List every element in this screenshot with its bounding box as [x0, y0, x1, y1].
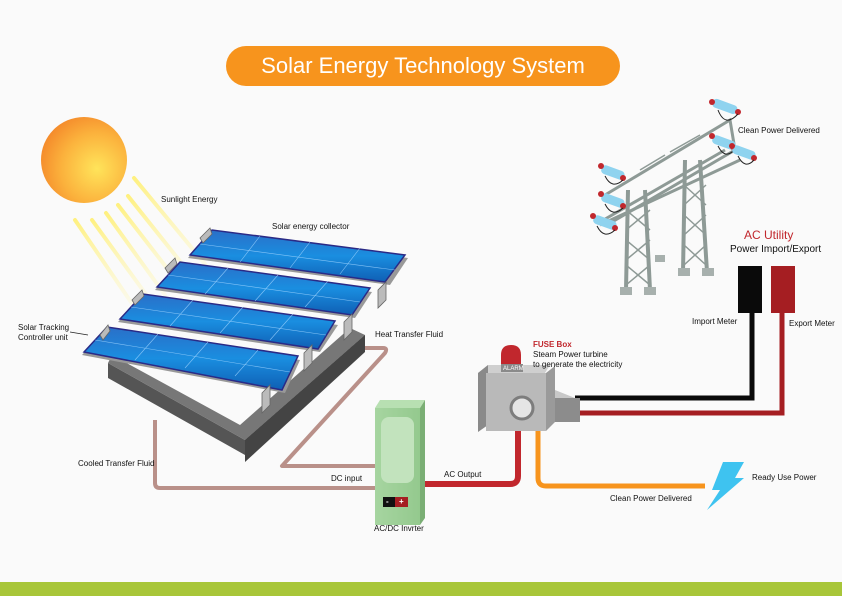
solar-panel-array — [82, 227, 408, 414]
ready-use-power-label: Ready Use Power — [752, 473, 817, 482]
alarm-light-icon — [501, 345, 521, 365]
fuse-desc-label-1: Steam Power turbine — [533, 350, 608, 359]
export-meter-wire — [575, 312, 785, 416]
solar-tracking-label-1: Solar Tracking — [18, 323, 70, 332]
transmission-tower-icon — [599, 117, 741, 295]
ac-output-label: AC Output — [444, 470, 482, 479]
clean-power-top-label: Clean Power Delivered — [738, 126, 820, 135]
dc-input-label: DC input — [331, 474, 363, 483]
insulator-icon — [598, 163, 626, 185]
tracking-bracket — [261, 384, 271, 414]
inverter-plus-label: + — [399, 497, 404, 506]
tracking-bracket — [303, 344, 313, 372]
tracking-bracket — [99, 324, 111, 341]
title-banner: Solar Energy Technology System — [226, 46, 620, 86]
alarm-label: ALARM — [503, 366, 524, 372]
sun-icon — [41, 117, 127, 203]
inverter-label: AC/DC Invrter — [374, 524, 424, 533]
insulator-icon — [729, 143, 757, 165]
insulator-icon — [590, 213, 618, 235]
inverter-unit — [375, 400, 425, 525]
fuse-box-label: FUSE Box — [533, 340, 572, 349]
lightning-bolt-icon — [707, 462, 744, 510]
export-meter-label: Export Meter — [789, 319, 835, 328]
sunlight-energy-label: Sunlight Energy — [161, 195, 218, 204]
footer-bar — [0, 582, 842, 596]
import-meter-wire — [575, 312, 755, 401]
solar-tracking-label-2: Controller unit — [18, 333, 68, 342]
clean-power-bottom-label: Clean Power Delivered — [610, 494, 692, 503]
tracking-bracket — [164, 257, 178, 274]
insulators — [590, 98, 757, 235]
power-import-export-label: Power Import/Export — [730, 244, 822, 255]
heat-transfer-fluid-pipe — [153, 346, 389, 490]
inverter-plus-terminal — [395, 497, 408, 507]
insulator-icon — [598, 191, 626, 213]
ac-output-wire — [425, 430, 521, 487]
tracking-bracket — [343, 313, 353, 341]
cooled-transfer-fluid-label: Cooled Transfer Fluid — [78, 459, 155, 468]
tracking-pointer-line — [69, 331, 89, 336]
tracking-bracket — [199, 227, 213, 244]
solar-panel-row — [82, 326, 300, 393]
tracking-bracket — [131, 289, 145, 306]
tracking-bracket — [377, 281, 387, 309]
ac-utility-label: AC Utility — [744, 228, 794, 242]
heat-transfer-fluid-label: Heat Transfer Fluid — [375, 330, 444, 339]
solar-energy-collector-label: Solar energy collector — [272, 222, 350, 231]
import-meter — [738, 266, 762, 313]
solar-panel-row — [155, 261, 372, 318]
collector-base — [108, 328, 365, 462]
export-meter — [771, 266, 795, 313]
fuse-box — [478, 345, 580, 432]
import-meter-label: Import Meter — [692, 317, 738, 326]
clean-power-wire — [535, 430, 705, 489]
fuse-desc-label-2: to generate the electricity — [533, 360, 623, 369]
inverter-minus-terminal — [383, 497, 395, 507]
inverter-minus-label: - — [386, 497, 389, 506]
insulator-icon — [709, 98, 741, 121]
fuse-dial — [509, 395, 535, 421]
